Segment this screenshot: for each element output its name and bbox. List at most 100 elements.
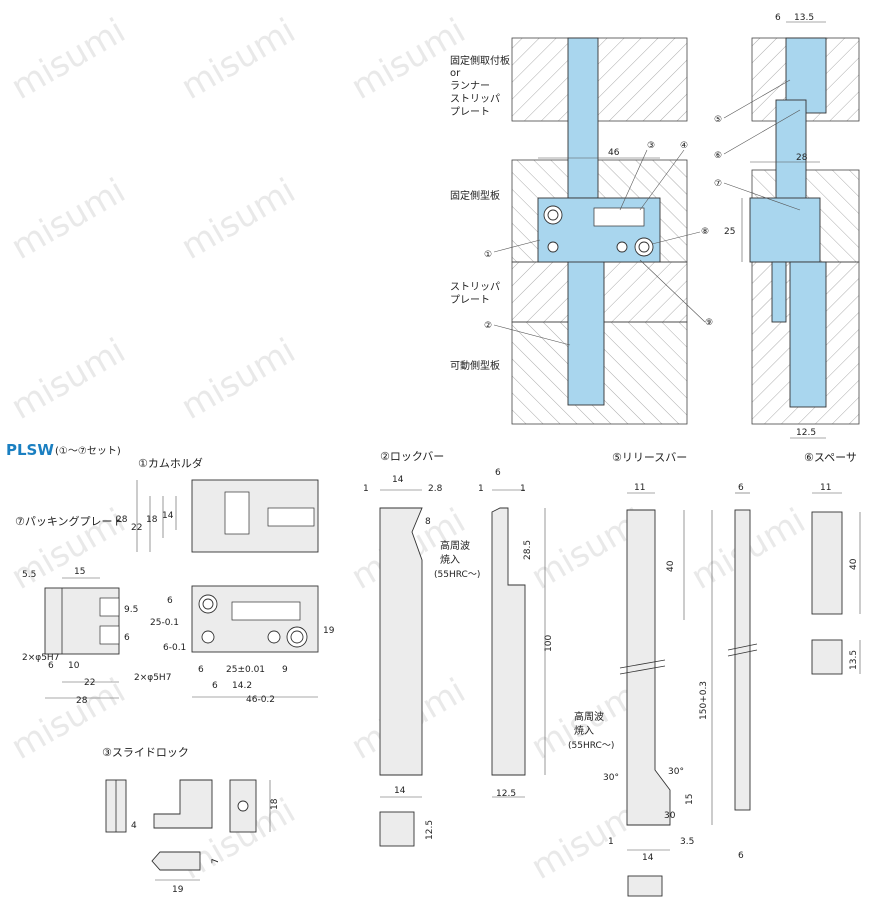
svg-text:①カムホルダ: ①カムホルダ	[138, 456, 203, 470]
svg-text:6: 6	[167, 596, 173, 606]
svg-text:46-0.2: 46-0.2	[246, 695, 275, 705]
svg-text:30°: 30°	[603, 773, 619, 783]
svg-text:22: 22	[84, 678, 95, 688]
packing-plate-drawing: ⑦パッキングプレート 5.5 15 9.5 6 2×φ5H7 6 10 22 2…	[15, 514, 138, 706]
svg-text:14: 14	[162, 511, 174, 521]
svg-text:6: 6	[198, 665, 204, 675]
svg-text:⑤: ⑤	[714, 115, 722, 125]
svg-text:19: 19	[323, 626, 335, 636]
svg-text:9.5: 9.5	[124, 605, 138, 615]
svg-text:11: 11	[820, 483, 831, 493]
svg-text:30: 30	[664, 811, 676, 821]
svg-text:18: 18	[146, 515, 158, 525]
svg-text:(55HRC～): (55HRC～)	[434, 570, 480, 580]
svg-text:40: 40	[666, 560, 676, 572]
svg-text:プレート: プレート	[450, 294, 490, 306]
svg-text:12.5: 12.5	[496, 789, 516, 799]
svg-text:4: 4	[131, 821, 137, 831]
svg-text:misumi: misumi	[5, 331, 133, 428]
svg-text:⑨: ⑨	[705, 318, 713, 328]
svg-text:6: 6	[212, 681, 218, 691]
svg-text:14.2: 14.2	[232, 681, 252, 691]
svg-text:misumi: misumi	[175, 11, 303, 108]
svg-text:ランナー: ランナー	[450, 80, 490, 92]
svg-text:25: 25	[724, 227, 735, 237]
svg-text:1: 1	[478, 484, 484, 494]
svg-text:misumi: misumi	[175, 171, 303, 268]
svg-text:固定側型板: 固定側型板	[450, 189, 500, 202]
svg-text:100: 100	[544, 635, 554, 652]
svg-text:(55HRC～): (55HRC～)	[568, 741, 614, 751]
svg-text:25-0.1: 25-0.1	[150, 618, 179, 628]
svg-text:6: 6	[738, 483, 744, 493]
svg-text:6: 6	[738, 851, 744, 861]
svg-text:高周波: 高周波	[440, 539, 470, 552]
svg-text:19: 19	[172, 885, 184, 895]
svg-text:11: 11	[634, 483, 645, 493]
svg-text:22: 22	[131, 523, 142, 533]
svg-text:46: 46	[608, 148, 620, 158]
svg-text:6-0.1: 6-0.1	[163, 643, 186, 653]
svg-text:3.5: 3.5	[680, 837, 694, 847]
svg-text:14: 14	[394, 786, 406, 796]
svg-text:28.5: 28.5	[523, 540, 533, 560]
svg-text:5.5: 5.5	[22, 570, 36, 580]
svg-text:30°: 30°	[668, 767, 684, 777]
svg-text:15: 15	[685, 794, 695, 805]
svg-text:焼入: 焼入	[574, 725, 594, 737]
svg-text:6: 6	[48, 661, 54, 671]
svg-text:⑧: ⑧	[701, 227, 709, 237]
svg-text:or: or	[450, 68, 461, 79]
lock-bar-drawing: ②ロックバー 1 14 2.8 8 6 1 1 28.5 100 14 12.5…	[363, 450, 554, 847]
svg-text:12.5: 12.5	[425, 820, 435, 840]
svg-text:ストリッパ: ストリッパ	[450, 93, 500, 105]
svg-text:6: 6	[124, 633, 130, 643]
svg-text:18: 18	[270, 798, 280, 810]
svg-text:12.5: 12.5	[796, 428, 816, 438]
svg-text:6: 6	[495, 468, 501, 478]
svg-text:高周波: 高周波	[574, 710, 604, 723]
svg-text:⑥スペーサ: ⑥スペーサ	[804, 451, 857, 464]
svg-text:misumi: misumi	[5, 171, 133, 268]
svg-text:④: ④	[680, 141, 688, 151]
cam-holder-drawing: ①カムホルダ 28 22 18 14 6 25-0.1 6-0.1 19 6 2…	[116, 456, 335, 705]
svg-text:PLSW: PLSW	[6, 441, 54, 459]
assembly-section-view	[511, 37, 860, 425]
svg-text:13.5: 13.5	[849, 650, 859, 670]
svg-text:8: 8	[425, 517, 431, 527]
svg-text:28: 28	[116, 515, 128, 525]
svg-text:10: 10	[68, 661, 80, 671]
svg-text:1: 1	[363, 484, 369, 494]
release-bar-drawing: ⑤リリースバー 11 6 40 150+0.3 30° 30° 15 30 1 …	[568, 451, 758, 897]
svg-text:13.5: 13.5	[794, 13, 814, 23]
svg-text:②: ②	[484, 321, 492, 331]
svg-text:焼入: 焼入	[440, 554, 460, 566]
svg-text:28: 28	[76, 696, 88, 706]
svg-text:9: 9	[282, 665, 288, 675]
svg-text:misumi: misumi	[175, 331, 303, 428]
svg-text:③: ③	[647, 141, 655, 151]
svg-text:可動側型板: 可動側型板	[450, 359, 500, 372]
svg-text:⑦パッキングプレート: ⑦パッキングプレート	[15, 514, 124, 528]
slide-lock-drawing: ③スライドロック 4 18 7 19	[102, 746, 280, 895]
svg-text:150+0.3: 150+0.3	[699, 681, 709, 720]
svg-text:2×φ5H7: 2×φ5H7	[22, 653, 59, 663]
svg-text:③スライドロック: ③スライドロック	[102, 746, 189, 759]
svg-text:⑥: ⑥	[714, 151, 722, 161]
svg-text:②ロックバー: ②ロックバー	[380, 450, 444, 463]
svg-text:プレート: プレート	[450, 106, 490, 118]
assembly-dimensions: 46 6 13.5 28 25 12.5 ③ ④ ① ⑧ ② ⑨ ⑤ ⑥ ⑦	[484, 13, 826, 439]
svg-text:固定側取付板: 固定側取付板	[450, 54, 510, 67]
svg-text:⑤リリースバー: ⑤リリースバー	[612, 451, 687, 464]
assembly-plate-labels: 固定側取付板 or ランナー ストリッパ プレート 固定側型板 ストリッパ プレ…	[450, 54, 510, 372]
svg-text:14: 14	[642, 853, 654, 863]
svg-text:15: 15	[74, 567, 85, 577]
svg-text:(①～⑦セット): (①～⑦セット)	[55, 445, 121, 457]
svg-text:40: 40	[849, 558, 859, 570]
svg-text:1: 1	[520, 484, 526, 494]
svg-text:28: 28	[796, 153, 808, 163]
svg-text:2×φ5H7: 2×φ5H7	[134, 673, 171, 683]
svg-text:6: 6	[775, 13, 781, 23]
svg-text:14: 14	[392, 475, 404, 485]
